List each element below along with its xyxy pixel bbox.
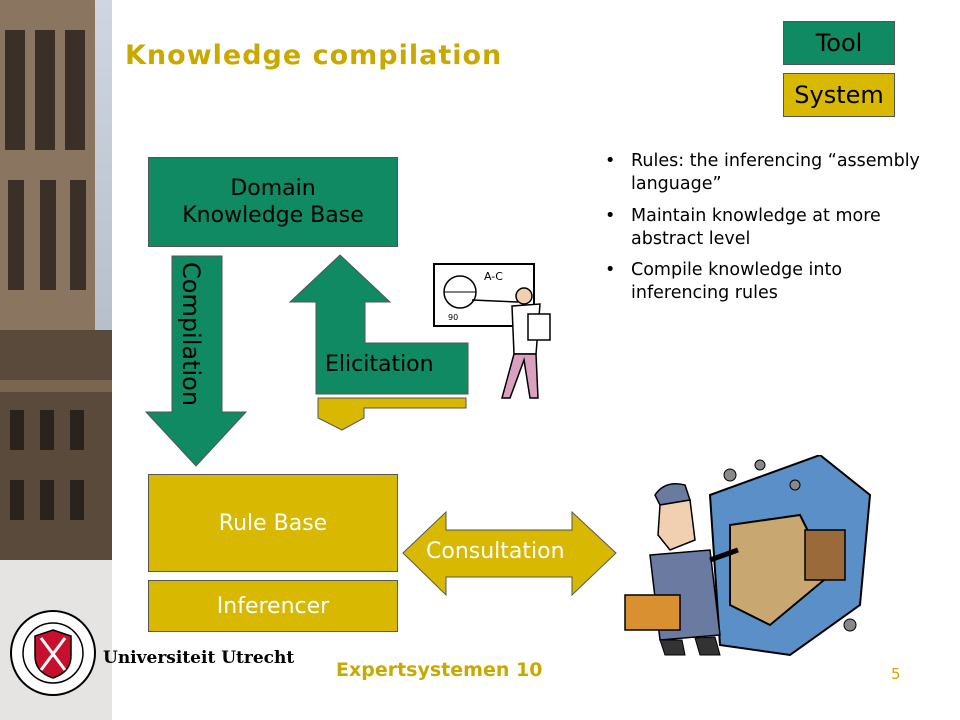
- compilation-label: Compilation: [177, 262, 205, 407]
- bullet-list: Rules: the inferencing “assembly languag…: [603, 150, 933, 314]
- compilation-arrow: [144, 255, 248, 467]
- domain-kb-line2: Knowledge Base: [182, 203, 364, 228]
- footer-course: Expertsystemen 10: [336, 659, 543, 681]
- domain-kb-line1: Domain: [230, 175, 316, 201]
- bullet-item: Compile knowledge into inferencing rules: [603, 259, 933, 306]
- inferencer-box: Inferencer: [148, 580, 398, 632]
- bullet-item: Rules: the inferencing “assembly languag…: [603, 150, 933, 197]
- mechanic-clipart: [620, 453, 875, 664]
- board-formula: A-C: [484, 270, 503, 283]
- bullet-item: Maintain knowledge at more abstract leve…: [603, 205, 933, 252]
- page-title: Knowledge compilation: [125, 40, 503, 71]
- tool-tag: Tool: [783, 21, 895, 65]
- page-number: 5: [891, 665, 901, 683]
- domain-knowledge-base-box: Domain Knowledge Base: [148, 157, 398, 247]
- university-name: Universiteit Utrecht: [103, 648, 295, 668]
- consultation-arrow: [402, 510, 617, 597]
- elicitation-arrow: [288, 254, 469, 395]
- board-angle: 90: [448, 313, 458, 322]
- system-tag: System: [783, 73, 895, 117]
- elicitation-label: Elicitation: [325, 352, 434, 377]
- university-seal: [8, 608, 98, 702]
- rule-base-box: Rule Base: [148, 474, 398, 572]
- cathedral-photo: [0, 0, 112, 720]
- consultation-label: Consultation: [426, 539, 565, 564]
- gold-notch-arrow: [317, 397, 467, 431]
- presenter-clipart: A-C 90: [432, 262, 562, 406]
